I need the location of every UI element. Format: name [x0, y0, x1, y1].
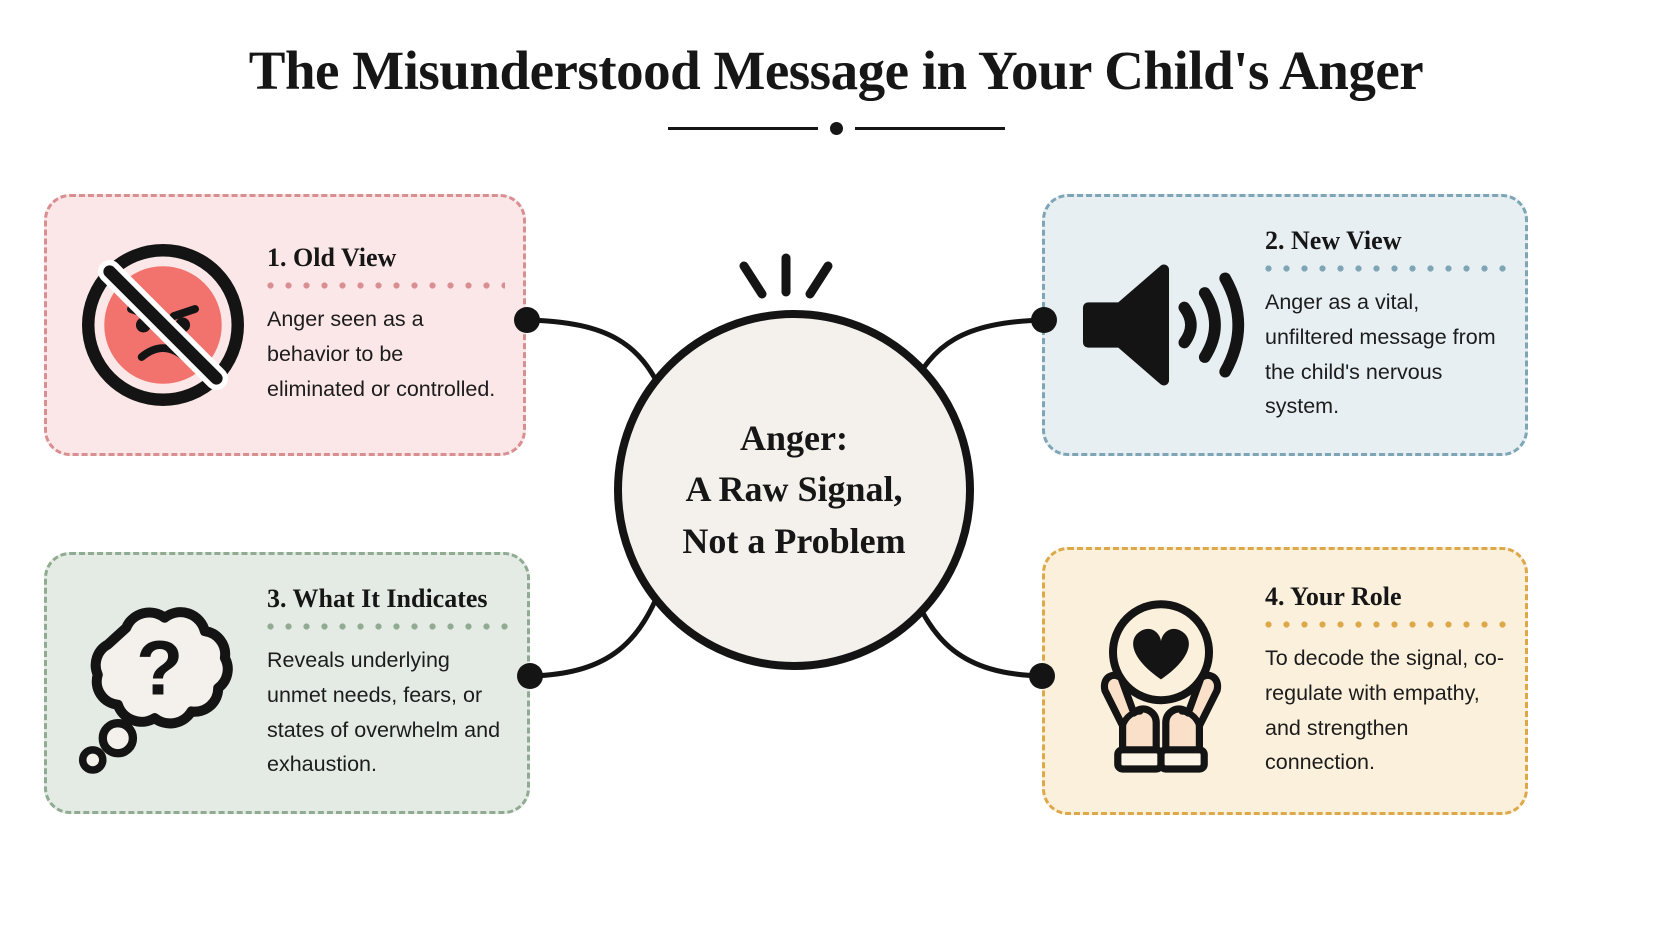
card-body: 2. New View Anger as a vital, unfiltered…	[1259, 226, 1507, 424]
page-title: The Misunderstood Message in Your Child'…	[248, 40, 1424, 101]
center-hub[interactable]: Anger: A Raw Signal, Not a Problem	[614, 310, 974, 670]
divider-rule-right	[854, 126, 1005, 130]
card-text: Anger as a vital, unfiltered message fro…	[1265, 289, 1496, 419]
card-text: To decode the signal, co-regulate with e…	[1265, 645, 1505, 775]
divider-dot-icon	[829, 121, 843, 135]
title-divider	[0, 121, 1672, 135]
card-text: Anger seen as a behavior to be eliminate…	[267, 307, 496, 401]
card-body: 4. Your Role To decode the signal, co-re…	[1259, 582, 1507, 780]
svg-text:?: ?	[136, 626, 183, 712]
card-dotted-divider	[267, 622, 509, 630]
hub-text: Anger: A Raw Signal, Not a Problem	[682, 418, 906, 561]
card-heading: 4. Your Role	[1265, 581, 1402, 611]
card-text: Reveals underlying unmet needs, fears, o…	[267, 647, 501, 777]
title-block: The Misunderstood Message in Your Child'…	[0, 42, 1672, 135]
emphasis-sparks-icon	[739, 253, 833, 299]
card-heading: 1. Old View	[267, 243, 397, 273]
card-your-role[interactable]: 4. Your Role To decode the signal, co-re…	[1042, 547, 1528, 815]
card-body: 3. What It Indicates Reveals underlying …	[261, 584, 509, 782]
card-new-view[interactable]: 2. New View Anger as a vital, unfiltered…	[1042, 194, 1528, 456]
card-what-it-indicates[interactable]: ? 3. What It Indicates Reveals underlyin…	[44, 552, 530, 814]
hands-holding-heart-icon	[1063, 588, 1259, 774]
card-body: 1. Old View Anger seen as a behavior to …	[261, 243, 505, 406]
speaker-volume-icon	[1063, 255, 1259, 395]
card-heading: 2. New View	[1265, 225, 1402, 255]
card-dotted-divider	[1265, 264, 1507, 272]
card-old-view[interactable]: 1. Old View Anger seen as a behavior to …	[44, 194, 526, 456]
card-heading: 3. What It Indicates	[267, 583, 488, 613]
card-dotted-divider	[1265, 620, 1507, 628]
divider-rule-left	[667, 126, 818, 130]
no-anger-prohibited-icon	[65, 236, 261, 414]
thought-bubble-question-icon: ?	[65, 591, 261, 775]
card-dotted-divider	[267, 282, 505, 290]
